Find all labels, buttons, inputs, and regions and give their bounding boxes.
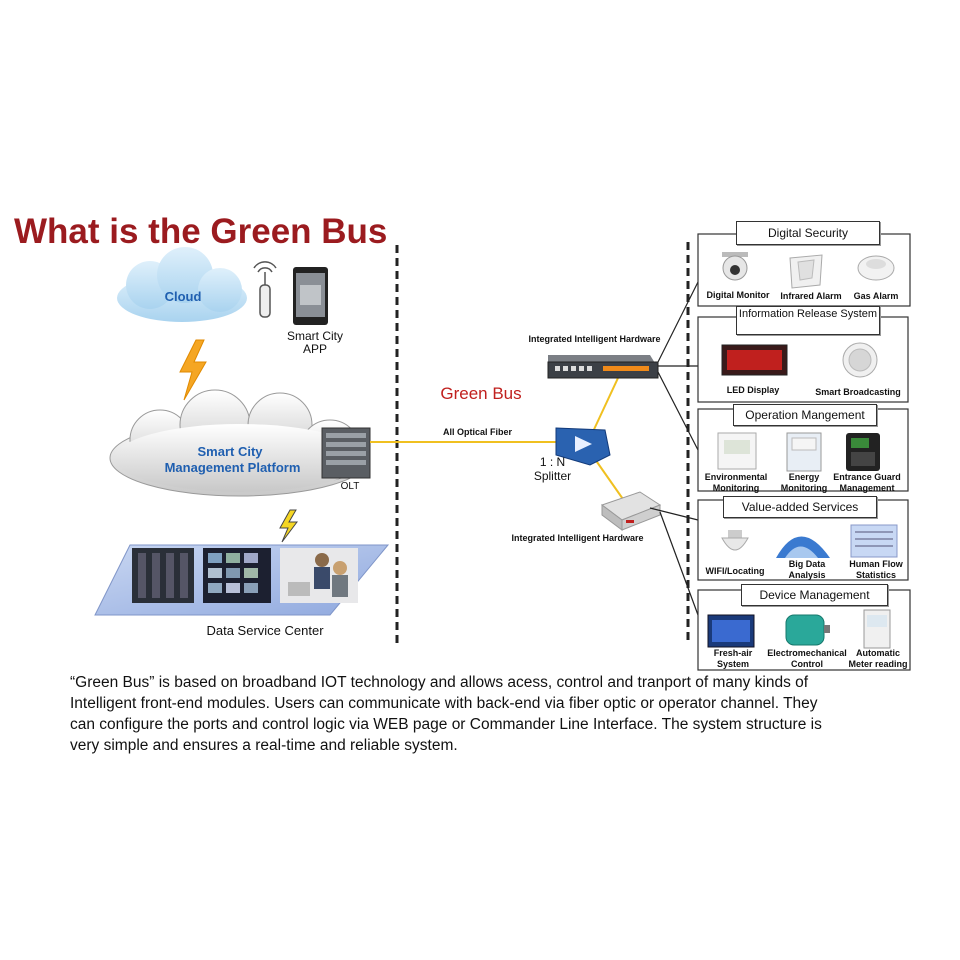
item-smart-broadcasting: Smart Broadcasting: [815, 387, 901, 397]
wifi-ap-icon: [721, 530, 749, 551]
energy-meter-icon: [786, 432, 822, 472]
splitter-label: Splitter: [533, 469, 572, 483]
item-human-flow: Human Flow Statistics: [849, 559, 903, 580]
cloud-icon: [117, 247, 247, 322]
item-entrance-guard: Entrance Guard Management: [833, 472, 901, 493]
description: “Green Bus” is based on broadband IOT te…: [70, 672, 950, 756]
platform-cloud-icon: [109, 389, 371, 497]
environment-sensor-icon: [717, 432, 757, 470]
splitter-icon: [555, 427, 611, 466]
item-gas-alarm: Gas Alarm: [853, 291, 899, 301]
item-wifi-locating: WIFI/Locating: [705, 566, 765, 576]
hardware-box-icon: [600, 491, 662, 531]
motor-icon: [785, 614, 830, 646]
big-data-chart-icon: [776, 536, 830, 558]
fresh-air-panel-icon: [707, 614, 755, 648]
description-line: can configure the ports and control logi…: [70, 716, 822, 733]
app-label-line1: Smart City: [286, 329, 343, 343]
led-display-icon: [721, 344, 788, 376]
splitter-ratio-label: 1 : N: [539, 455, 566, 469]
hardware-bottom-label: Integrated Intelligent Hardware: [511, 533, 644, 543]
entrance-guard-icon: [846, 433, 880, 471]
data-center-icon: [94, 544, 390, 616]
item-infrared-alarm: Infrared Alarm: [780, 291, 842, 301]
fiber-label: All Optical Fiber: [442, 427, 512, 437]
item-meter-reading: Automatic Meter reading: [848, 648, 908, 669]
olt-device-icon: [321, 427, 371, 479]
page-title: What is the Green Bus: [14, 212, 388, 251]
description-line: very simple and ensures a real-time and …: [70, 737, 458, 754]
panel-title-operation: Operation Mangement: [733, 404, 877, 426]
lightning-icon: [179, 339, 207, 401]
cloud-label: Cloud: [164, 289, 202, 304]
platform-label-line2: Management Platform: [164, 460, 301, 475]
item-big-data: Big Data Analysis: [788, 559, 826, 580]
hardware-switch-icon: [547, 355, 659, 379]
app-label-line2: APP: [302, 342, 327, 356]
panel-title-device-management: Device Management: [741, 584, 888, 606]
item-environmental-monitoring: Environmental Monitoring: [704, 472, 768, 493]
connector-lines: [649, 281, 699, 616]
description-line: “Green Bus” is based on broadband IOT te…: [70, 674, 809, 691]
panel-title-value-added: Value-added Services: [723, 496, 877, 518]
olt-label: OLT: [340, 481, 360, 492]
item-led-display: LED Display: [726, 385, 780, 395]
panel-title-information-release: Information Release System: [736, 306, 880, 335]
item-fresh-air: Fresh-air System: [713, 648, 753, 669]
item-digital-monitor: Digital Monitor: [706, 290, 770, 300]
item-electromechanical: Electromechanical Control: [767, 648, 847, 669]
people-counter-icon: [850, 524, 898, 558]
platform-label-line1: Smart City: [197, 444, 263, 459]
item-energy-monitoring: Energy Monitoring: [780, 472, 828, 493]
gas-alarm-icon: [857, 255, 895, 281]
description-line: Intelligent front-end modules. Users can…: [70, 695, 818, 712]
hardware-top-label: Integrated Intelligent Hardware: [528, 334, 661, 344]
smart-meter-icon: [863, 609, 891, 649]
antenna-icon: [253, 261, 277, 318]
data-center-label: Data Service Center: [206, 623, 324, 638]
lightning-small-icon: [279, 509, 298, 543]
infrared-alarm-icon: [789, 254, 823, 289]
cctv-camera-icon: [722, 252, 748, 281]
speaker-icon: [842, 342, 878, 378]
green-bus-label: Green Bus: [440, 384, 522, 403]
panel-title-digital-security: Digital Security: [736, 221, 880, 245]
smartphone-icon: [293, 267, 328, 325]
